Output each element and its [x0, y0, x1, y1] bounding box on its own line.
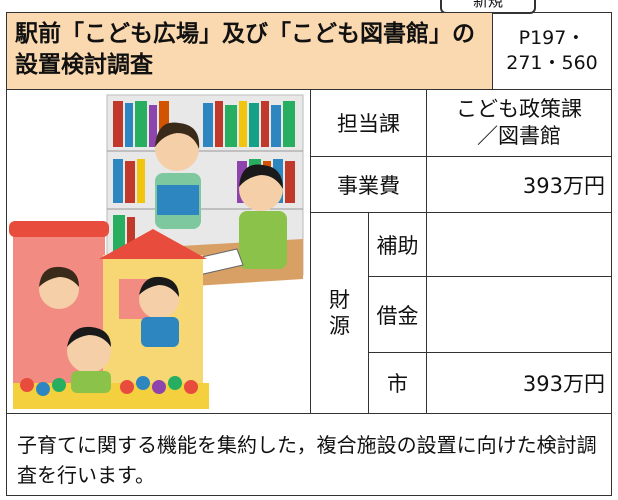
subsidy-value	[427, 213, 611, 277]
city-value: 393万円	[522, 372, 605, 396]
info-table: 担当課 こども政策課 ／図書館 事業費 393万円 財 源 補助 借金 市 39…	[311, 89, 611, 413]
illustration	[7, 89, 311, 413]
loan-value	[427, 277, 611, 353]
funding-label: 財 源	[311, 213, 369, 413]
header-row: 駅前「こども広場」及び「こども図書館」の設置検討調査 P197・ 271・560	[7, 13, 611, 90]
balls-icon	[20, 376, 198, 396]
children-library-illustration	[9, 94, 304, 409]
cost-value: 393万円	[427, 157, 611, 213]
loan-label: 借金	[369, 277, 427, 353]
project-card: 駅前「こども広場」及び「こども図書館」の設置検討調査 P197・ 271・560	[6, 12, 612, 496]
cost-label: 事業費	[311, 157, 427, 213]
department-value: こども政策課 ／図書館	[427, 89, 611, 157]
page-reference: P197・ 271・560	[506, 27, 598, 74]
subsidy-label: 補助	[369, 213, 427, 277]
description: 子育てに関する機能を集約した，複合施設の設置に向けた検討調査を行います。	[7, 413, 611, 495]
city-label: 市	[369, 353, 427, 413]
department-label: 担当課	[311, 89, 427, 157]
project-title: 駅前「こども広場」及び「こども図書館」の設置検討調査	[7, 13, 493, 89]
